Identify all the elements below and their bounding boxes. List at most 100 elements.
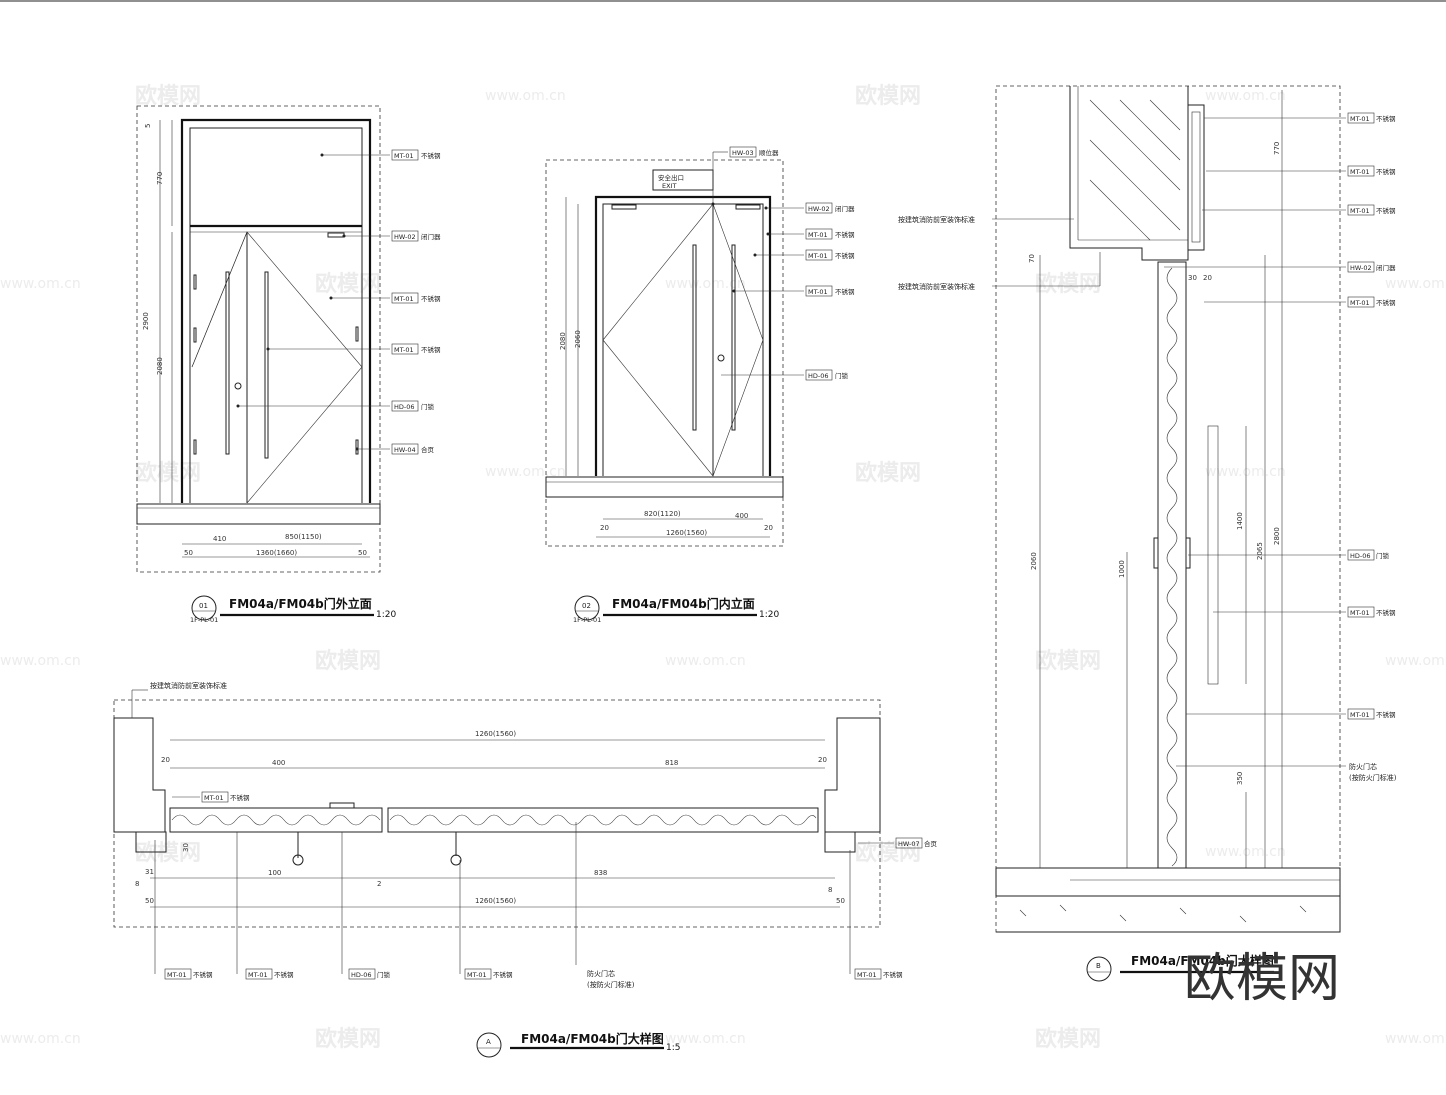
svg-text:MT-01: MT-01 (1350, 711, 1370, 719)
floor-slab (136, 503, 381, 525)
drawing-01-frame (136, 105, 381, 573)
watermark-url: www.om.cn (0, 1031, 81, 1047)
svg-text:1F-PL-01: 1F-PL-01 (190, 616, 218, 624)
drawing-A-title: FM04a/FM04b门大样图 (521, 1031, 664, 1046)
svg-text:70: 70 (1028, 254, 1036, 263)
svg-text:2080: 2080 (559, 332, 567, 350)
floor-slab (995, 867, 1341, 897)
svg-text:HD-06: HD-06 (1350, 552, 1371, 560)
svg-text:HW-04: HW-04 (394, 446, 416, 454)
pull-handle (225, 271, 230, 455)
svg-text:50: 50 (184, 549, 193, 557)
svg-text:MT-01: MT-01 (1350, 299, 1370, 307)
svg-text:不锈钢: 不锈钢 (274, 970, 294, 979)
svg-text:2900: 2900 (142, 312, 150, 330)
tag-leaders (236, 153, 390, 451)
pull-handle (731, 244, 736, 431)
svg-text:50: 50 (836, 897, 845, 905)
pull-handle (264, 271, 269, 459)
svg-text:按建筑消防前室装饰标准: 按建筑消防前室装饰标准 (150, 681, 227, 690)
drawing-02-interior-elevation: 安全出口 EXIT 2080 2060 820(1120) 400 1260(1… (545, 146, 855, 624)
watermark-url: www.om.cn (1385, 653, 1446, 669)
watermark-brand: 欧模网 (135, 840, 201, 866)
svg-text:合页: 合页 (924, 839, 938, 848)
drawing-number-bubble (191, 595, 217, 621)
svg-text:合页: 合页 (421, 445, 435, 454)
svg-text:MT-01: MT-01 (204, 794, 224, 802)
tag-leaders (711, 151, 804, 376)
pull-handle (292, 854, 304, 866)
watermark-url: www.om.cn (1385, 1031, 1446, 1047)
svg-text:MT-01: MT-01 (394, 295, 414, 303)
svg-text:20: 20 (161, 756, 170, 764)
svg-text:HW-02: HW-02 (1350, 264, 1372, 272)
floor-slab (545, 476, 784, 498)
svg-text:838: 838 (594, 869, 607, 877)
svg-text:01: 01 (199, 602, 208, 610)
svg-text:2060: 2060 (574, 330, 582, 348)
svg-text:1260(1560): 1260(1560) (666, 529, 707, 537)
drawing-number-bubble (1086, 956, 1112, 982)
svg-text:1F-PL-01: 1F-PL-01 (573, 616, 601, 624)
watermark-brand: 欧模网 (1035, 648, 1101, 674)
drawing-number-bubble (574, 595, 600, 621)
svg-text:不锈钢: 不锈钢 (421, 151, 441, 160)
swing-lines (602, 203, 764, 477)
door-leaf-left (169, 807, 383, 833)
svg-text:顺位器: 顺位器 (759, 148, 779, 157)
svg-text:818: 818 (665, 759, 678, 767)
watermark-brand: 欧模网 (855, 83, 921, 109)
watermark-url: www.om.cn (1205, 844, 1286, 860)
svg-text:MT-01: MT-01 (248, 971, 268, 979)
svg-text:门锁: 门锁 (377, 970, 391, 979)
watermark-url: www.om.cn (1205, 88, 1286, 104)
door-frame (180, 118, 372, 503)
svg-text:不锈钢: 不锈钢 (493, 970, 513, 979)
svg-text:30: 30 (182, 843, 190, 852)
svg-text:不锈钢: 不锈钢 (835, 251, 855, 260)
door-leaf (1157, 261, 1187, 869)
svg-text:770: 770 (1273, 142, 1281, 155)
svg-text:不锈钢: 不锈钢 (421, 345, 441, 354)
svg-text:门锁: 门锁 (421, 402, 435, 411)
door-frame (594, 195, 772, 476)
svg-text:20: 20 (764, 524, 773, 532)
svg-text:门锁: 门锁 (1376, 551, 1390, 560)
svg-text:MT-01: MT-01 (857, 971, 877, 979)
svg-text:闭门器: 闭门器 (835, 204, 855, 213)
svg-text:1360(1660): 1360(1660) (256, 549, 297, 557)
watermark-url: www.om.cn (1385, 276, 1446, 292)
svg-text:防火门芯: 防火门芯 (587, 969, 615, 978)
svg-text:820(1120): 820(1120) (644, 510, 681, 518)
watermark-url: www.om.cn (0, 653, 81, 669)
svg-text:MT-01: MT-01 (1350, 115, 1370, 123)
svg-text:400: 400 (272, 759, 285, 767)
bottom-tags: MT-01 不锈钢 MT-01 不锈钢 HD-06 门锁 MT-01 不锈钢 M… (164, 968, 903, 980)
hinge (193, 439, 197, 455)
svg-text:1:20: 1:20 (376, 610, 396, 620)
hinge (355, 439, 359, 455)
watermark-brand: 欧模网 (855, 460, 921, 486)
svg-text:8: 8 (135, 880, 139, 888)
drawing-B-frame (995, 85, 1341, 933)
svg-text:闭门器: 闭门器 (421, 232, 441, 241)
material-tags: MT-01 不锈钢 MT-01 不锈钢 MT-01 不锈钢 HW-02 闭门器 … (1347, 112, 1396, 720)
svg-text:50: 50 (358, 549, 367, 557)
drawing-A-plan-detail: 1260(1560) 400 818 20 20 100 838 1260(15… (113, 681, 938, 1058)
lock (717, 354, 725, 362)
watermark-brand: 欧模网 (1035, 1026, 1101, 1052)
svg-text:02: 02 (582, 602, 591, 610)
svg-text:B: B (1096, 962, 1101, 970)
svg-text:不锈钢: 不锈钢 (230, 793, 250, 802)
svg-text:MT-01: MT-01 (167, 971, 187, 979)
svg-text:1400: 1400 (1236, 512, 1244, 530)
hinge (355, 326, 359, 342)
brand-logo: 欧模网 (1184, 949, 1340, 1009)
svg-text:MT-01: MT-01 (1350, 168, 1370, 176)
svg-text:5: 5 (144, 124, 152, 128)
watermark-url: www.om.cn (665, 653, 746, 669)
svg-text:MT-01: MT-01 (394, 152, 414, 160)
watermark-brand: 欧模网 (135, 83, 201, 109)
svg-text:不锈钢: 不锈钢 (835, 287, 855, 296)
svg-text:按建筑消防前室装饰标准: 按建筑消防前室装饰标准 (898, 282, 975, 291)
